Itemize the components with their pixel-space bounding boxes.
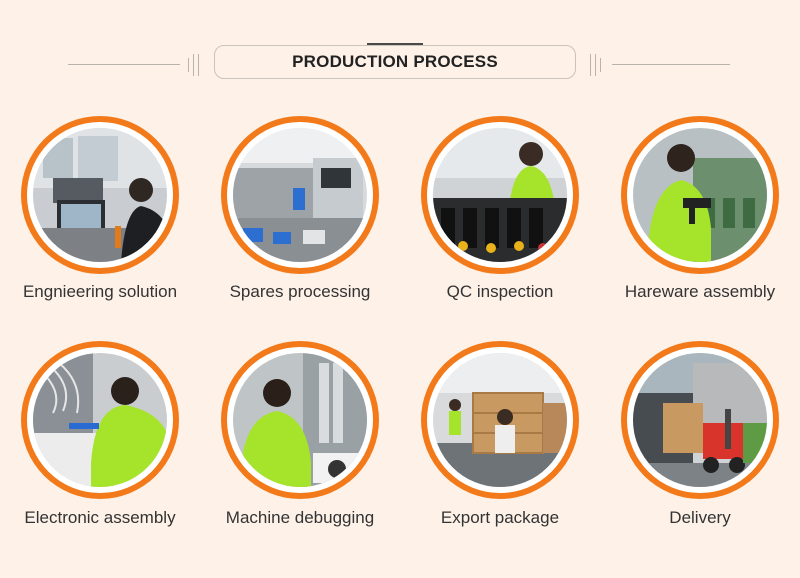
step-label: Hareware assembly [624, 282, 776, 301]
step-photo-frame [21, 116, 179, 274]
export-photo [433, 353, 567, 487]
step-photo-frame [421, 116, 579, 274]
step-photo-frame [21, 341, 179, 499]
header-ticks-left [186, 54, 202, 76]
header-line-right [612, 64, 730, 65]
header-line-left [68, 64, 180, 65]
step-label: Engnieering solution [22, 282, 178, 301]
electronic-photo [33, 353, 167, 487]
header-ticks-right [588, 54, 604, 76]
section-header: PRODUCTION PROCESS [0, 0, 800, 110]
step-photo-frame [221, 341, 379, 499]
title-accent-bar [367, 43, 423, 46]
step-label: Spares processing [229, 282, 371, 301]
step-label: Machine debugging [225, 508, 375, 527]
delivery-photo [633, 353, 767, 487]
step-label: Delivery [669, 508, 731, 527]
debugging-photo [233, 353, 367, 487]
step-label: Export package [440, 508, 560, 527]
step-photo-frame [421, 341, 579, 499]
hardware-photo [633, 128, 767, 262]
step-label: Electronic assembly [24, 508, 176, 527]
step-label: QC inspection [446, 282, 554, 301]
page-title: PRODUCTION PROCESS [292, 52, 498, 71]
engineering-photo [33, 128, 167, 262]
step-photo-frame [221, 116, 379, 274]
spares-photo [233, 128, 367, 262]
step-photo-frame [621, 341, 779, 499]
step-photo-frame [621, 116, 779, 274]
title-box: PRODUCTION PROCESS [214, 45, 576, 79]
qc-photo [433, 128, 567, 262]
